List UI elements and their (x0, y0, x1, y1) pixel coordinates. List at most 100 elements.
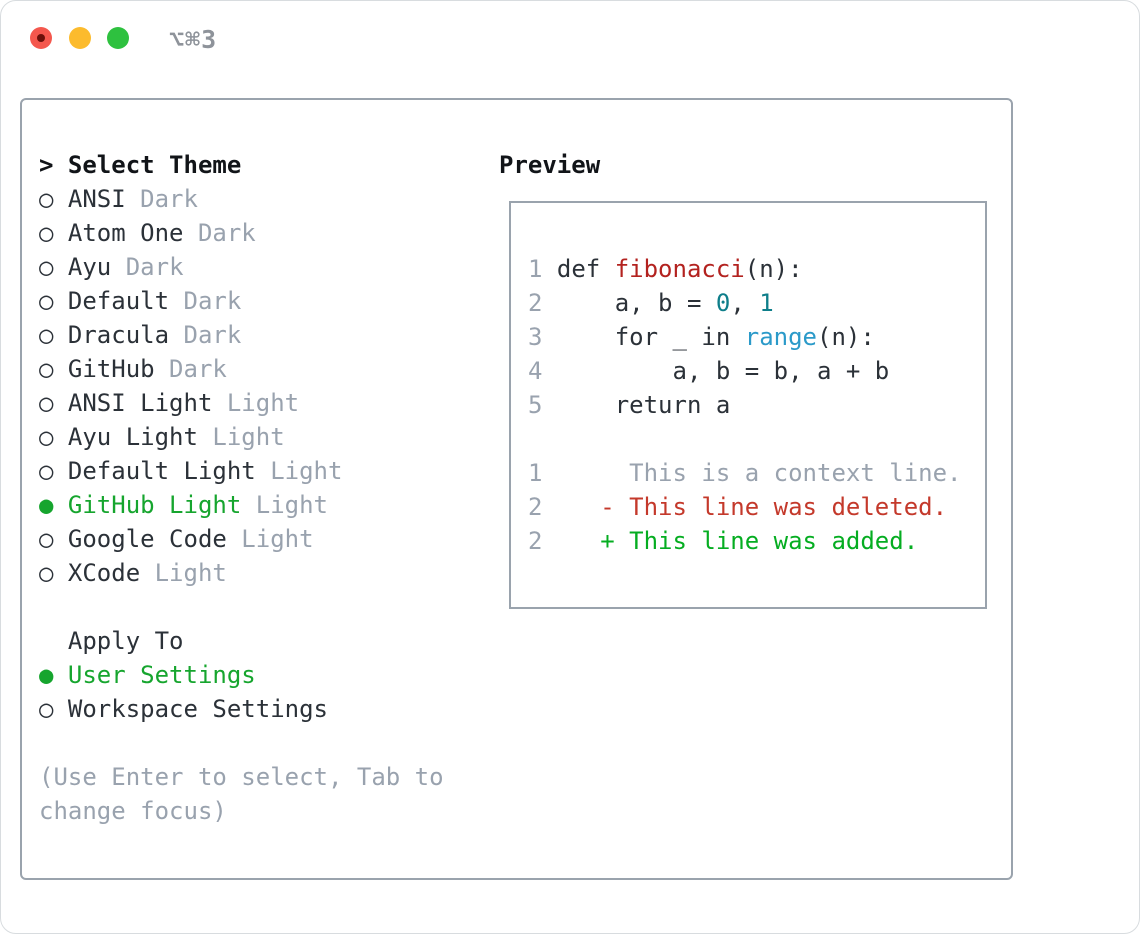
theme-list-column: > Select Theme ○ ANSI Dark○ Atom One Dar… (39, 148, 444, 828)
theme-variant: Dark (169, 287, 242, 315)
code-token: (n): (744, 255, 803, 283)
theme-option-xcode-light[interactable]: ○ XCode Light (39, 556, 444, 590)
theme-option-ayu-dark[interactable]: ○ Ayu Dark (39, 250, 444, 284)
theme-option-github-light-light[interactable]: ● GitHub Light Light (39, 488, 444, 522)
code-token: - This line was deleted. (556, 493, 948, 521)
theme-variant: Dark (125, 185, 198, 213)
theme-option-default-light-light[interactable]: ○ Default Light Light (39, 454, 444, 488)
apply-to-label: Apply To (67, 627, 184, 655)
line-number: 2 (528, 289, 557, 317)
theme-option-default-dark[interactable]: ○ Default Dark (39, 284, 444, 318)
theme-name: ANSI Light (67, 389, 213, 417)
theme-option-atom-one-dark[interactable]: ○ Atom One Dark (39, 216, 444, 250)
blank-line (528, 422, 985, 456)
line-number: 4 (528, 357, 557, 385)
zoom-button[interactable] (107, 27, 129, 49)
record-dot-icon (37, 34, 45, 42)
theme-name: GitHub Light (67, 491, 242, 519)
radio-circle-icon: ○ (39, 457, 68, 485)
code-token: a, b = b, a + b (556, 357, 890, 385)
select-theme-label: Select Theme (67, 151, 242, 179)
line-number: 2 (528, 493, 557, 521)
radio-circle-icon: ○ (39, 525, 68, 553)
radio-circle-icon: ○ (39, 219, 68, 247)
line-number: 2 (528, 527, 557, 555)
radio-circle-icon: ○ (39, 253, 68, 281)
theme-variant: Light (226, 525, 314, 553)
radio-circle-icon: ○ (39, 559, 68, 587)
code-token: , (730, 289, 760, 317)
radio-circle-icon: ○ (39, 695, 68, 723)
code-line: 4 a, b = b, a + b (528, 354, 985, 388)
spacer (39, 726, 444, 760)
radio-circle-icon: ○ (39, 355, 68, 383)
theme-name: Default (67, 287, 170, 315)
diff-line: 2 - This line was deleted. (528, 490, 985, 524)
theme-variant: Light (140, 559, 227, 587)
code-token: This is a context line. (556, 459, 962, 487)
code-line: 2 a, b = 0, 1 (528, 286, 985, 320)
theme-variant: Dark (183, 219, 256, 247)
theme-selector-panel: > Select Theme ○ ANSI Dark○ Atom One Dar… (20, 98, 1013, 880)
radio-circle-icon: ○ (39, 389, 68, 417)
theme-variant: Light (255, 457, 343, 485)
code-token: 0 (715, 289, 731, 317)
preview-column: Preview (499, 148, 600, 182)
line-number: 1 (528, 459, 557, 487)
theme-name: XCode (67, 559, 141, 587)
apply-to-header: Apply To (39, 624, 444, 658)
code-token: fibonacci (614, 255, 745, 283)
apply-option-label: User Settings (67, 661, 256, 689)
radio-circle-icon: ○ (39, 321, 68, 349)
line-number: 1 (528, 255, 557, 283)
theme-name: Atom One (67, 219, 184, 247)
apply-to-options: ● User Settings○ Workspace Settings (39, 658, 444, 726)
theme-variant: Light (241, 491, 328, 519)
code-token: 1 (759, 289, 774, 317)
theme-name: GitHub (67, 355, 155, 383)
theme-variant: Light (197, 423, 285, 451)
theme-name: Default Light (67, 457, 256, 485)
theme-name: Dracula (67, 321, 170, 349)
theme-option-google-code-light[interactable]: ○ Google Code Light (39, 522, 444, 556)
cursor-arrow-icon: > (39, 151, 68, 179)
code-token: return a (556, 391, 731, 419)
code-line: 3 for _ in range(n): (528, 320, 985, 354)
theme-variant: Dark (111, 253, 184, 281)
apply-option-label: Workspace Settings (67, 695, 328, 723)
theme-option-ayu-light-light[interactable]: ○ Ayu Light Light (39, 420, 444, 454)
diff-line: 2 + This line was added. (528, 524, 985, 558)
diff-line: 1 This is a context line. (528, 456, 985, 490)
code-token: for _ in (556, 323, 745, 351)
theme-option-ansi-light-light[interactable]: ○ ANSI Light Light (39, 386, 444, 420)
line-number: 5 (528, 391, 557, 419)
minimize-button[interactable] (69, 27, 91, 49)
titlebar: ⌥⌘3 (1, 1, 1139, 71)
theme-options: ○ ANSI Dark○ Atom One Dark○ Ayu Dark○ De… (39, 182, 444, 590)
apply-option-workspace-settings[interactable]: ○ Workspace Settings (39, 692, 444, 726)
code-token: def (556, 255, 615, 283)
hint-line-2: change focus) (39, 797, 227, 825)
theme-option-ansi-dark[interactable]: ○ ANSI Dark (39, 182, 444, 216)
spacer (39, 590, 444, 624)
theme-variant: Dark (169, 321, 242, 349)
theme-name: Google Code (67, 525, 227, 553)
theme-variant: Light (212, 389, 300, 417)
code-line: 5 return a (528, 388, 985, 422)
select-theme-header: > Select Theme (39, 148, 444, 182)
theme-option-github-dark[interactable]: ○ GitHub Dark (39, 352, 444, 386)
apply-option-user-settings[interactable]: ● User Settings (39, 658, 444, 692)
hint-line-1: (Use Enter to select, Tab to (39, 763, 444, 791)
radio-circle-icon: ○ (39, 287, 68, 315)
theme-option-dracula-dark[interactable]: ○ Dracula Dark (39, 318, 444, 352)
close-button[interactable] (30, 27, 52, 49)
theme-variant: Dark (154, 355, 227, 383)
preview-header: Preview (499, 151, 601, 179)
radio-circle-icon: ○ (39, 185, 68, 213)
code-token: range (744, 323, 817, 351)
theme-name: Ayu (67, 253, 112, 281)
window-title: ⌥⌘3 (169, 25, 218, 54)
radio-circle-icon: ○ (39, 423, 68, 451)
